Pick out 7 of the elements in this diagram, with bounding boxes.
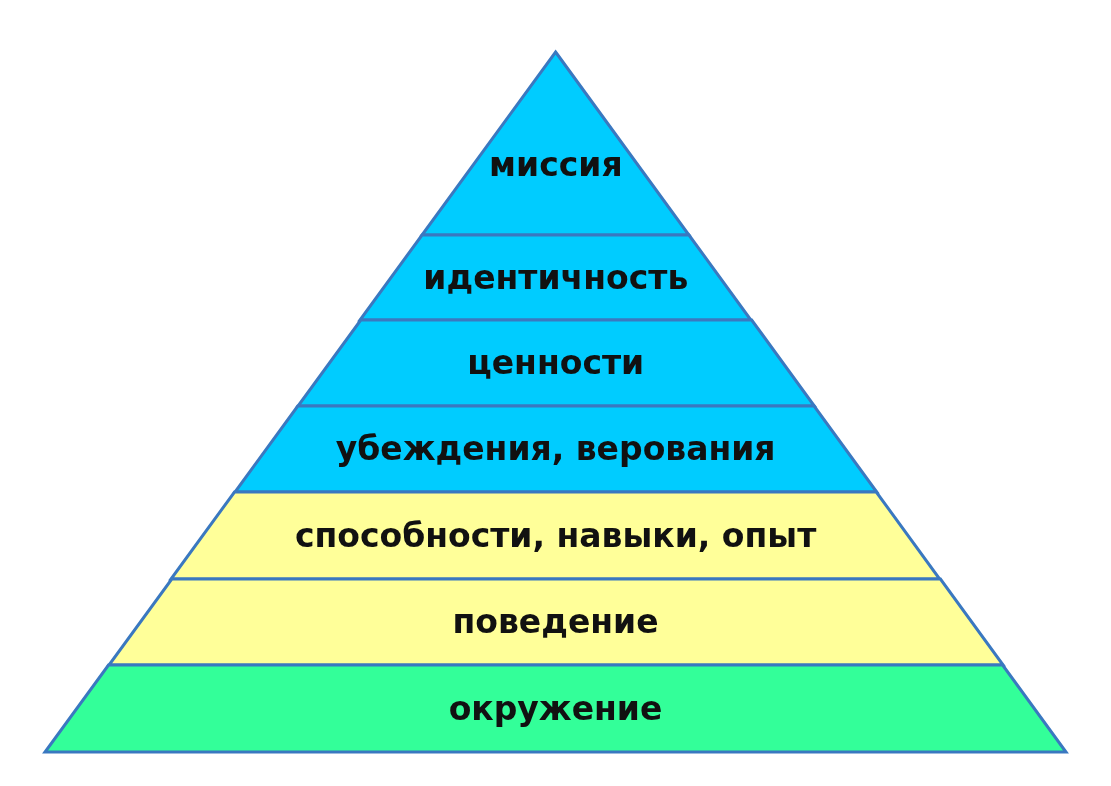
level-label: окружение	[447, 688, 664, 728]
level-label: миссия	[488, 145, 624, 185]
level-label: убеждения, верования	[334, 429, 777, 468]
level-label: идентичность	[422, 257, 690, 297]
level-label: способности, навыки, опыт	[293, 515, 818, 555]
level-label: ценности	[466, 343, 646, 382]
level-label: поведение	[451, 602, 660, 641]
